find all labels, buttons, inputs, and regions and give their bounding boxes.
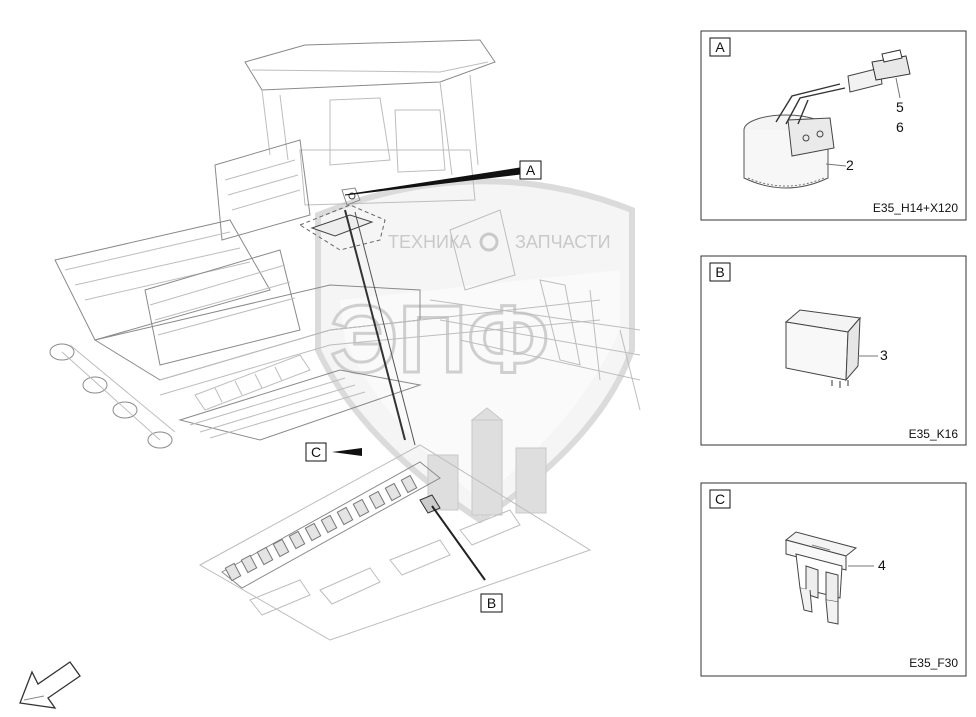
indicator-lamp-part — [743, 83, 846, 189]
callout-b: B — [480, 593, 503, 613]
watermark-buildings — [427, 407, 547, 516]
panel-c-part-4: 4 — [878, 557, 886, 573]
detail-panel-c: C 4 E35_F30 — [700, 482, 967, 677]
watermark-left-word: ТЕХНИКА — [388, 232, 471, 252]
watermark-right-word: ЗАПЧАСТИ — [515, 232, 611, 252]
callout-a-label: A — [526, 162, 536, 178]
fuse-relay-panel — [198, 444, 592, 641]
watermark-gear-icon — [479, 232, 499, 252]
panel-c-letter: C — [715, 491, 725, 507]
panel-b-part-3: 3 — [880, 347, 888, 363]
watermark-logo-letters: ЭПФ — [330, 286, 549, 393]
panel-c-code: E35_F30 — [909, 656, 958, 670]
callout-c: C — [305, 442, 362, 462]
relay-part — [784, 309, 861, 388]
callout-b-label: B — [487, 595, 496, 611]
callout-c-label: C — [311, 444, 321, 460]
panel-a-part-5: 5 — [896, 99, 904, 115]
blade-fuse-part — [784, 531, 858, 625]
connector-part — [847, 49, 911, 93]
watermark-logo: ТЕХНИКА ЗАПЧАСТИ ЭПФ — [315, 178, 635, 524]
track-blocks — [194, 354, 311, 411]
direction-arrow-icon — [19, 661, 81, 709]
panel-a-code: E35_H14+X120 — [873, 201, 958, 215]
callout-a: A — [344, 160, 542, 196]
panel-b-code: E35_K16 — [909, 427, 959, 441]
paver-machine — [49, 39, 641, 449]
front-rollers — [49, 343, 176, 449]
panel-a-part-2: 2 — [846, 157, 854, 173]
panel-a-letter: A — [715, 39, 725, 55]
panel-a-part-6: 6 — [896, 119, 904, 135]
panel-b-letter: B — [715, 264, 724, 280]
detail-panel-b: B 3 E35_K16 — [700, 255, 967, 446]
detail-panel-a: A 5 6 2 E35_H14+X120 — [700, 30, 967, 221]
